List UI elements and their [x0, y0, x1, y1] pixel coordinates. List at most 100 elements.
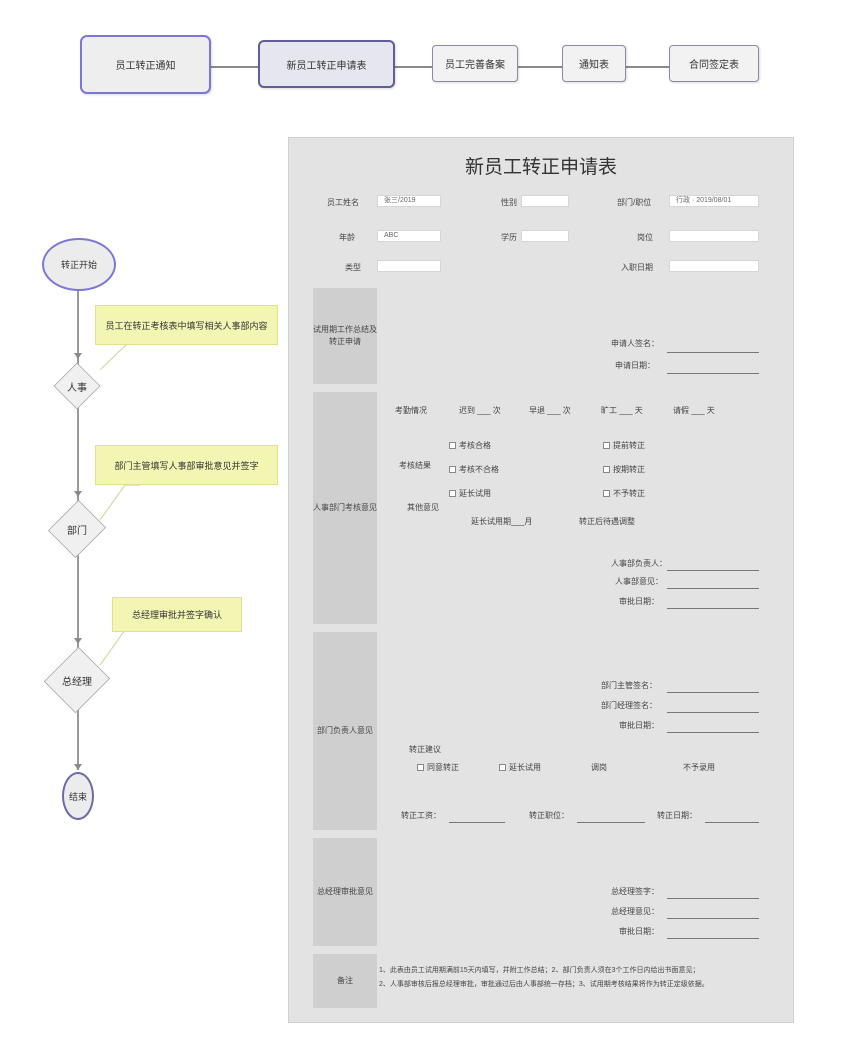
option-label: 不予转正: [613, 489, 645, 498]
entry-input[interactable]: [669, 260, 759, 272]
process-step-contract[interactable]: 合同签定表: [669, 45, 759, 82]
callout-text: 总经理审批并签字确认: [131, 610, 222, 620]
hr-sign-line-3[interactable]: [667, 608, 759, 609]
hr-option[interactable]: 延长试用: [449, 488, 491, 499]
entry-label: 入职日期: [621, 263, 653, 272]
option-label: 不予录用: [683, 763, 715, 772]
salary-note: 转正后待遇调整: [579, 517, 635, 526]
attendance-absent: 旷工 ___ 天: [601, 406, 643, 415]
hr-option[interactable]: 提前转正: [603, 440, 645, 451]
gm-sign-line-1[interactable]: [667, 898, 759, 899]
flow-start[interactable]: 转正开始: [42, 238, 116, 291]
form-title: 新员工转正申请表: [464, 157, 617, 178]
dept-sign-3: 审批日期：: [619, 721, 659, 730]
dept-bottom-3: 转正日期：: [657, 811, 697, 820]
dept-option[interactable]: 不予录用: [683, 762, 715, 773]
dept-option[interactable]: 调岗: [591, 762, 607, 773]
applicant-sign-line[interactable]: [667, 352, 759, 353]
process-step-application[interactable]: 新员工转正申请表: [258, 40, 395, 88]
attendance-label: 考勤情况: [395, 406, 427, 415]
process-step-notice-form[interactable]: 通知表: [562, 45, 626, 82]
name-label: 员工姓名: [327, 198, 359, 207]
dept-option[interactable]: 延长试用: [499, 762, 541, 773]
section-label: 人事部门考核意见: [313, 503, 377, 512]
section-hr: 人事部门考核意见: [313, 392, 377, 624]
checkbox[interactable]: [449, 490, 456, 498]
checkbox[interactable]: [603, 442, 610, 450]
remark-line: 1、此表由员工试用期满前15天内填写，并附工作总结；2、部门负责人须在3个工作日…: [379, 967, 700, 974]
flow-arrow: [74, 764, 82, 770]
hr-option[interactable]: 考核不合格: [449, 464, 499, 475]
type-input[interactable]: [377, 260, 441, 272]
option-label: 同意转正: [427, 763, 459, 772]
hr-sign-3: 审批日期：: [619, 597, 659, 606]
callout-pointer: [99, 484, 140, 521]
section-gm: 总经理审批意见: [313, 838, 377, 946]
hr-option[interactable]: 不予转正: [603, 488, 645, 499]
checkbox[interactable]: [499, 764, 506, 772]
gender-input[interactable]: [521, 195, 569, 207]
dept-bottom-2: 转正职位：: [529, 811, 569, 820]
hr-sign-line-1[interactable]: [667, 570, 759, 571]
attendance-leave: 请假 ___ 天: [673, 406, 715, 415]
dept-bottom-line-2[interactable]: [577, 822, 645, 823]
post-input[interactable]: [669, 230, 759, 242]
checkbox[interactable]: [449, 442, 456, 450]
flow-start-label: 转正开始: [60, 260, 97, 270]
attendance-early: 早退 ___ 次: [529, 406, 571, 415]
gm-sign-line-3[interactable]: [667, 938, 759, 939]
section-label: 试用期工作总结及转正申请: [313, 325, 377, 346]
hr-sign-line-2[interactable]: [667, 588, 759, 589]
process-step-label: 通知表: [579, 60, 609, 71]
flow-node-dept[interactable]: 部门: [47, 499, 107, 559]
apply-date-line[interactable]: [667, 373, 759, 374]
process-step-label: 员工转正通知: [115, 61, 176, 72]
type-label: 类型: [345, 263, 361, 272]
dept-sign-line-1[interactable]: [667, 692, 759, 693]
edu-label: 学历: [501, 233, 517, 242]
apply-date-label: 申请日期：: [615, 361, 655, 370]
process-step-notice[interactable]: 员工转正通知: [80, 35, 211, 94]
option-label: 调岗: [591, 763, 607, 772]
dept-label: 部门/职位: [617, 198, 652, 207]
flow-end-label: 结束: [68, 791, 87, 802]
flow-node-label: 总经理: [62, 676, 92, 688]
dept-sign-line-3[interactable]: [667, 732, 759, 733]
flow-node-label: 人事: [67, 382, 87, 394]
gm-sign-line-2[interactable]: [667, 918, 759, 919]
extra-label: 其他意见: [407, 503, 439, 512]
dept-input[interactable]: 行政 · 2019/08/01: [669, 195, 759, 207]
callout-text: 员工在转正考核表中填写相关人事部内容: [105, 320, 268, 331]
age-input[interactable]: ABC: [377, 230, 441, 242]
process-step-label: 员工完善备案: [445, 60, 505, 71]
hr-option[interactable]: 考核合格: [449, 440, 491, 451]
edu-input[interactable]: [521, 230, 569, 242]
checkbox[interactable]: [603, 490, 610, 498]
dept-bottom-line-3[interactable]: [705, 822, 759, 823]
dept-bottom-line-1[interactable]: [449, 822, 505, 823]
section-label: 部门负责人意见: [317, 726, 373, 735]
checkbox[interactable]: [417, 764, 424, 772]
suggest-label: 转正建议: [409, 745, 441, 754]
dept-bottom-1: 转正工资：: [401, 811, 441, 820]
checkbox[interactable]: [449, 466, 456, 474]
section-dept: 部门负责人意见: [313, 632, 377, 830]
flow-arrow: [74, 491, 82, 497]
name-input[interactable]: 张三/2019: [377, 195, 441, 207]
flow-end[interactable]: 结束: [62, 772, 94, 820]
application-form: 新员工转正申请表 员工姓名 张三/2019 性别 部门/职位 行政 · 2019…: [288, 137, 794, 1023]
process-connector: [626, 66, 669, 68]
checkbox[interactable]: [603, 466, 610, 474]
flow-node-gm[interactable]: 总经理: [43, 646, 111, 714]
callout-text: 部门主管填写人事部审批意见并签字: [114, 460, 259, 471]
process-step-filing[interactable]: 员工完善备案: [432, 45, 518, 82]
attendance-late: 迟到 ___ 次: [459, 406, 501, 415]
flow-arrow: [74, 638, 82, 644]
dept-option[interactable]: 同意转正: [417, 762, 459, 773]
dept-sign-line-2[interactable]: [667, 712, 759, 713]
dept-sign-2: 部门经理签名：: [601, 701, 657, 710]
option-label: 考核合格: [459, 441, 491, 450]
hr-option[interactable]: 按期转正: [603, 464, 645, 475]
flow-node-hr[interactable]: 人事: [53, 362, 101, 410]
process-step-label: 新员工转正申请表: [286, 60, 367, 72]
